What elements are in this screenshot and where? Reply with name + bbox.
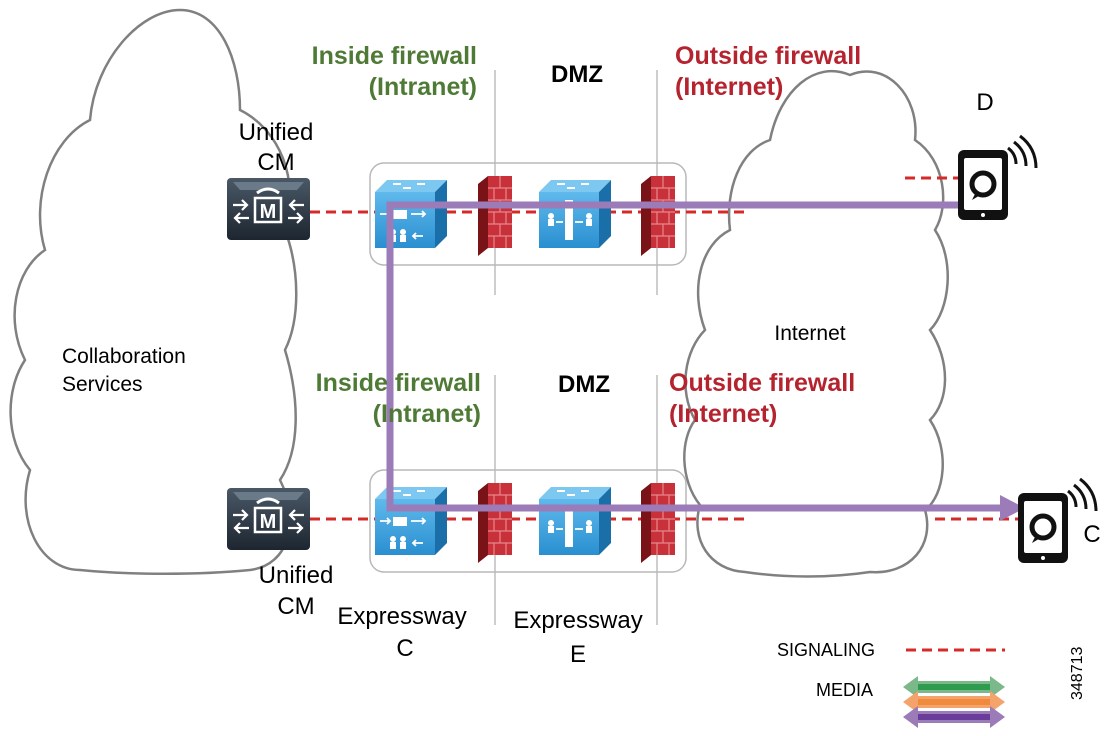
tablet-endpoint-c-icon [1018,477,1098,563]
firewall-outside-top-icon [641,176,675,256]
expressway-e-label-line1: Expressway [513,607,642,634]
dmz-label-bottom: DMZ [558,371,610,398]
expressway-c-top-icon [375,180,447,248]
unified-cm-bottom-icon: M [227,488,310,550]
collaboration-label-line1: Collaboration [62,345,186,368]
endpoint-d-label: D [976,89,993,116]
unified-cm-top-label-line1: Unified [239,119,314,146]
expressway-c-label-line2: C [396,635,413,662]
expressway-e-top-icon [539,180,611,248]
firewall-inside-bottom-icon [478,483,512,563]
unified-cm-top-label-line2: CM [257,149,294,176]
legend-media-label: MEDIA [816,680,873,700]
firewall-inside-top-icon [478,176,512,256]
svg-text:M: M [260,201,277,223]
unified-cm-bottom-label-line1: Unified [259,562,334,589]
expressway-c-bottom-icon [375,487,447,555]
outside-firewall-label-bottom: Outside firewall [669,369,855,397]
media-arrowhead-c [1000,495,1025,521]
inside-firewall-label-top: Inside firewall [312,42,477,70]
svg-text:M: M [260,511,277,533]
firewall-outside-bottom-icon [641,483,675,563]
intranet-label-top: (Intranet) [369,73,477,101]
expressway-e-label-line2: E [570,641,586,668]
expressway-c-label-line1: Expressway [337,603,466,630]
internet-zone-label-bottom: (Internet) [669,400,777,428]
expressway-pair-box-bottom [369,469,687,573]
unified-cm-bottom-label-line2: CM [277,593,314,620]
collaboration-label-line2: Services [62,373,143,396]
expressway-e-bottom-icon [539,487,611,555]
inside-firewall-label-bottom: Inside firewall [316,369,481,397]
unified-cm-top-icon: M [227,178,310,240]
figure-id: 348713 [1069,647,1086,700]
tablet-endpoint-d-icon [958,134,1038,220]
intranet-label-bottom: (Intranet) [373,400,481,428]
dmz-label-top: DMZ [551,61,603,88]
endpoint-c-label: C [1083,521,1100,548]
expressway-pair-box-top [369,162,687,266]
legend-media-arrows-icon [903,676,1005,728]
legend-signaling-label: SIGNALING [777,640,875,660]
outside-firewall-label-top: Outside firewall [675,42,861,70]
internet-cloud-label: Internet [774,322,845,345]
internet-zone-label-top: (Internet) [675,73,783,101]
